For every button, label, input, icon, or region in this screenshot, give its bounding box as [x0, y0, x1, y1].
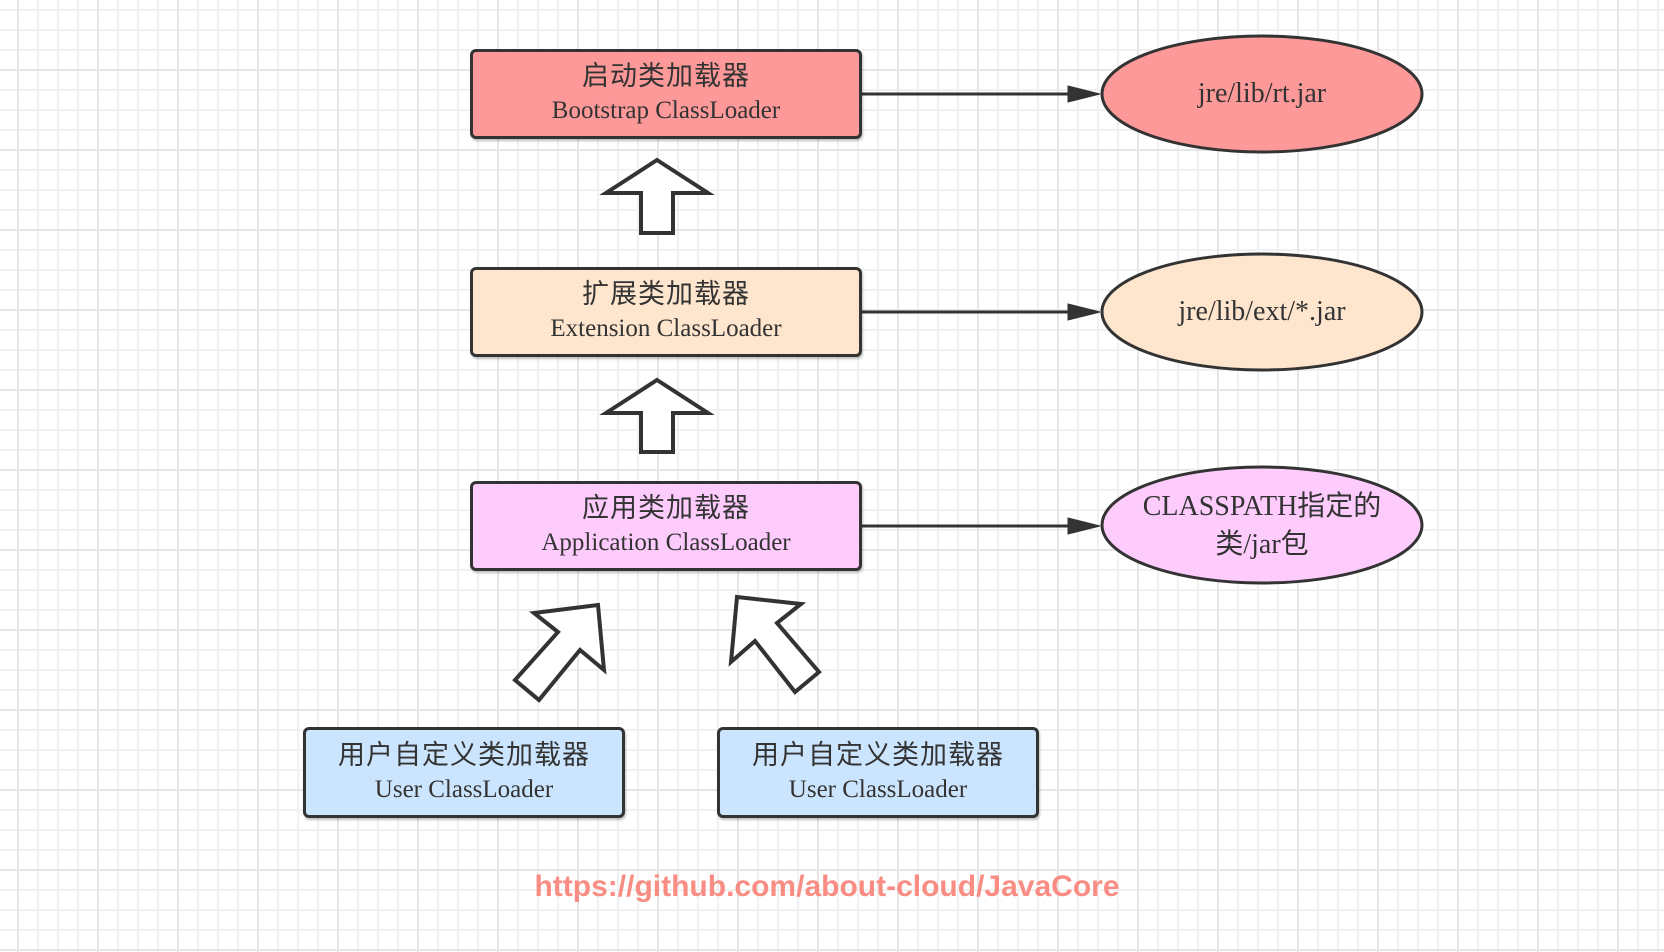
arrowhead-extension	[1067, 303, 1101, 321]
up-arrow-application-to-extension	[599, 377, 715, 454]
user1-cn-label: 用户自定义类加载器	[338, 739, 590, 771]
bootstrap-en-label: Bootstrap ClassLoader	[551, 97, 781, 124]
classpath-label: CLASSPATH指定的 类/jar包	[1102, 487, 1422, 565]
rtjar-ellipse	[1100, 34, 1424, 154]
extension-classloader-box[interactable]: 扩展类加载器 Extension ClassLoader	[470, 267, 862, 357]
extension-en-label: Extension ClassLoader	[550, 315, 782, 342]
extjar-ellipse	[1100, 252, 1424, 372]
diagonal-arrow-user2-to-application	[728, 594, 822, 695]
user1-en-label: User ClassLoader	[374, 775, 554, 803]
extension-cn-label: 扩展类加载器	[582, 279, 750, 310]
rtjar-text: jre/lib/rt.jar	[1197, 78, 1327, 109]
user2-en-label: User ClassLoader	[788, 775, 968, 803]
bootstrap-cn-label: 启动类加载器	[582, 61, 750, 92]
extjar-label: jre/lib/ext/*.jar	[1102, 292, 1422, 332]
extjar-text: jre/lib/ext/*.jar	[1178, 296, 1346, 327]
bootstrap-classloader-box[interactable]: 启动类加载器 Bootstrap ClassLoader	[470, 49, 862, 139]
diagonal-arrow-user1-to-application	[512, 602, 607, 703]
up-arrow-extension-to-bootstrap	[599, 157, 715, 235]
arrowhead-bootstrap	[1067, 85, 1101, 103]
arrowhead-application	[1067, 517, 1101, 535]
classpath-text-line1: CLASSPATH指定的	[1142, 491, 1382, 522]
classpath-text-line2: 类/jar包	[1215, 529, 1309, 560]
application-classloader-box[interactable]: 应用类加载器 Application ClassLoader	[470, 481, 862, 571]
classpath-ellipse	[1100, 465, 1424, 585]
user2-cn-label: 用户自定义类加载器	[752, 739, 1004, 771]
application-en-label: Application ClassLoader	[541, 529, 791, 556]
user-classloader-box-2[interactable]: 用户自定义类加载器 User ClassLoader	[717, 727, 1039, 818]
rtjar-label: jre/lib/rt.jar	[1102, 74, 1422, 114]
user-classloader-box-1[interactable]: 用户自定义类加载器 User ClassLoader	[303, 727, 625, 818]
github-url-link[interactable]: https://github.com/about-cloud/JavaCore	[534, 870, 1120, 903]
application-cn-label: 应用类加载器	[582, 493, 750, 524]
